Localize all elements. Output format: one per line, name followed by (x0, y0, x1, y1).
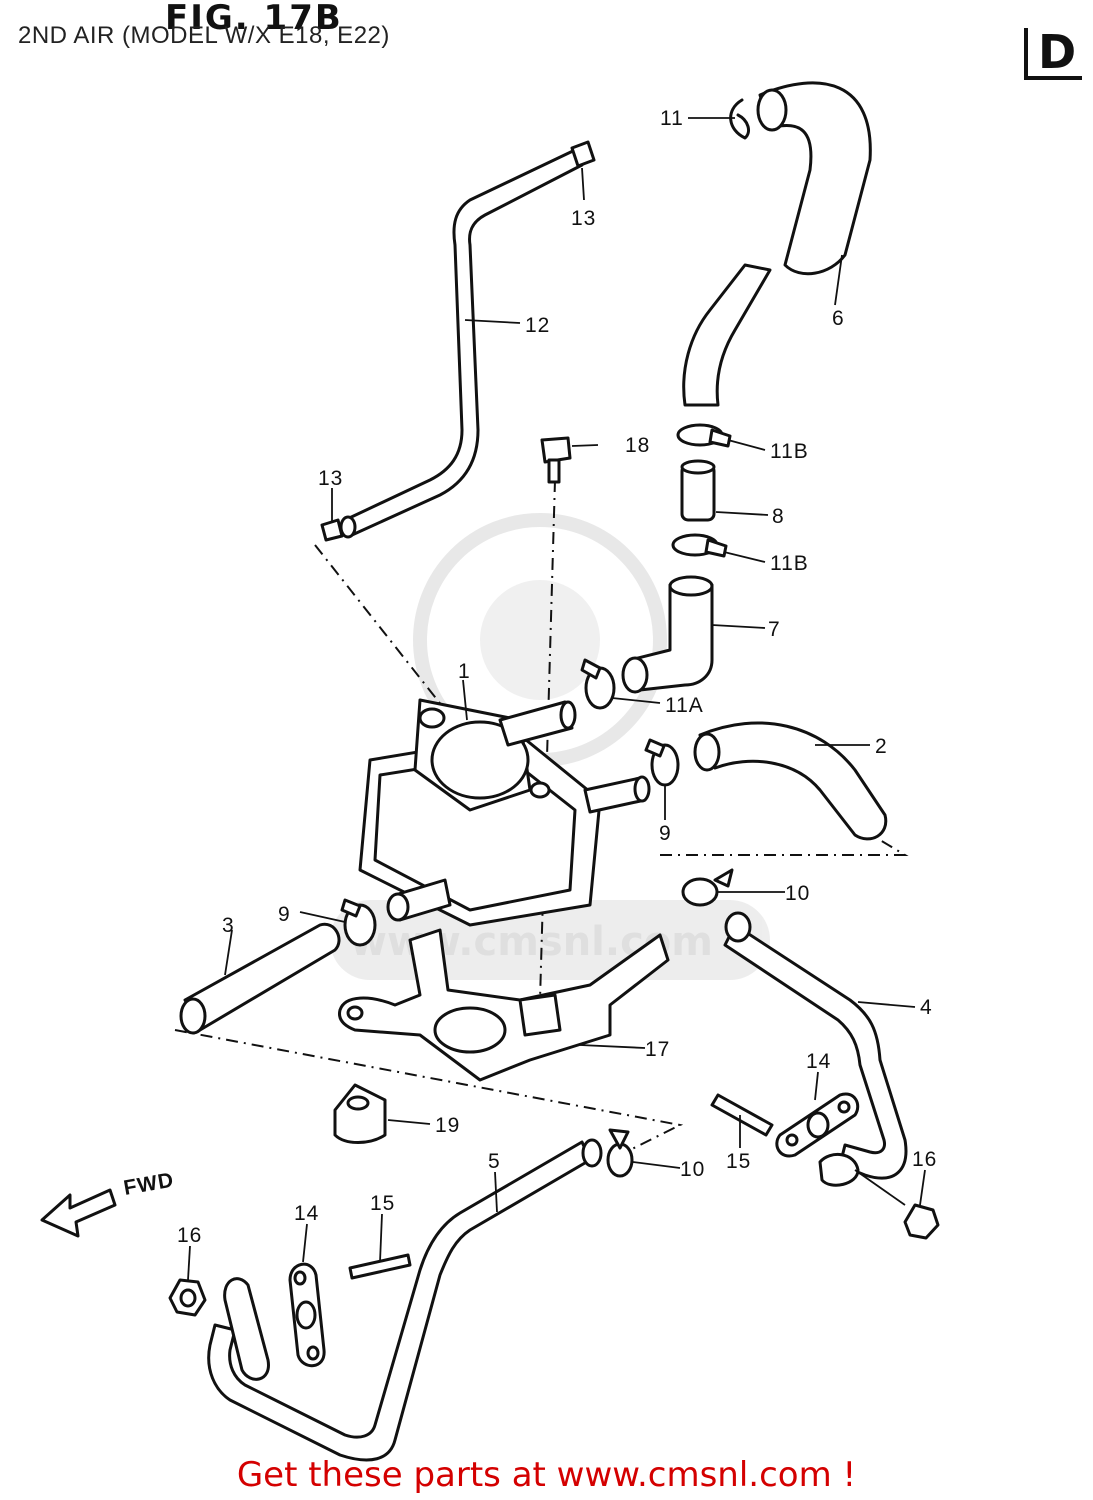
stud-15-right (710, 1093, 774, 1137)
label-part-5: 5 (488, 1150, 501, 1173)
label-part-2: 2 (875, 735, 888, 758)
label-part-12: 12 (525, 314, 550, 337)
label-part-11: 11 (660, 107, 684, 130)
label-part-9-right: 9 (659, 822, 672, 845)
breather-hose-12 (339, 148, 584, 539)
label-part-18: 18 (625, 434, 650, 457)
flange-gasket-14-right (775, 1092, 860, 1158)
label-part-16-left: 16 (177, 1224, 202, 1247)
hose-clip-11 (729, 98, 750, 140)
label-part-6: 6 (832, 307, 845, 330)
label-part-1: 1 (458, 660, 471, 683)
diagram-caption: 2ND AIR (MODEL W/X E18, E22) (18, 22, 390, 49)
label-part-9-left: 9 (278, 903, 291, 926)
clamp-9-right (644, 738, 680, 787)
footer-link-text[interactable]: Get these parts at www.cmsnl.com ! (236, 1455, 857, 1495)
part-number-labels: 11 13 6 12 18 11B 13 8 11B 7 1 11A 2 9 1… (177, 107, 937, 1247)
flange-gasket-14-left (288, 1262, 326, 1368)
pipe-flange-left (223, 1277, 270, 1381)
fwd-label: FWD (122, 1168, 176, 1199)
nut-16-left (168, 1278, 207, 1317)
clamp-13-bottom (320, 518, 344, 542)
clamp-9-left (340, 898, 377, 947)
cap-19 (333, 1083, 387, 1144)
leader-lines (187, 117, 926, 1281)
clamp-13-top (570, 140, 596, 168)
elbow-hose-7 (621, 575, 714, 694)
figure-title: FIG. 17B (165, 0, 343, 38)
reed-valve-1 (358, 698, 651, 927)
hose-8 (680, 459, 716, 522)
label-part-15-right: 15 (726, 1150, 751, 1173)
bracket-17 (338, 928, 670, 1082)
hose-6 (682, 81, 872, 407)
hose-2 (693, 721, 888, 841)
label-part-14-left: 14 (294, 1202, 319, 1225)
fwd-arrow: FWD (40, 1168, 176, 1238)
label-part-7: 7 (768, 618, 781, 641)
nut-16-right (903, 1203, 940, 1240)
clamp-11a (580, 658, 616, 710)
label-part-11a: 11A (665, 694, 704, 717)
label-part-3: 3 (222, 914, 235, 937)
label-part-14-right: 14 (806, 1050, 831, 1073)
label-part-4: 4 (920, 996, 933, 1019)
label-part-17: 17 (645, 1038, 670, 1061)
label-part-13-bottom: 13 (318, 467, 343, 490)
pipe-5 (207, 1138, 603, 1462)
label-part-13-top: 13 (571, 207, 596, 230)
clip-10-lower (606, 1128, 634, 1178)
label-part-10-upper: 10 (785, 882, 810, 905)
label-part-8: 8 (772, 505, 785, 528)
label-part-11b-upper: 11B (770, 440, 809, 463)
hose-3 (179, 922, 341, 1035)
clamp-11b-upper (676, 423, 732, 448)
label-part-19: 19 (435, 1114, 460, 1137)
clamp-11b-lower (671, 533, 728, 558)
clip-10-upper (681, 868, 734, 907)
label-part-11b-lower: 11B (770, 552, 809, 575)
pipe-4 (723, 911, 908, 1187)
bolt-18 (540, 436, 572, 484)
label-part-16-right: 16 (912, 1148, 937, 1171)
stud-15-left (348, 1253, 412, 1280)
label-part-10-lower: 10 (680, 1158, 705, 1181)
label-part-15-left: 15 (370, 1192, 395, 1215)
section-letter: D (1024, 28, 1083, 80)
